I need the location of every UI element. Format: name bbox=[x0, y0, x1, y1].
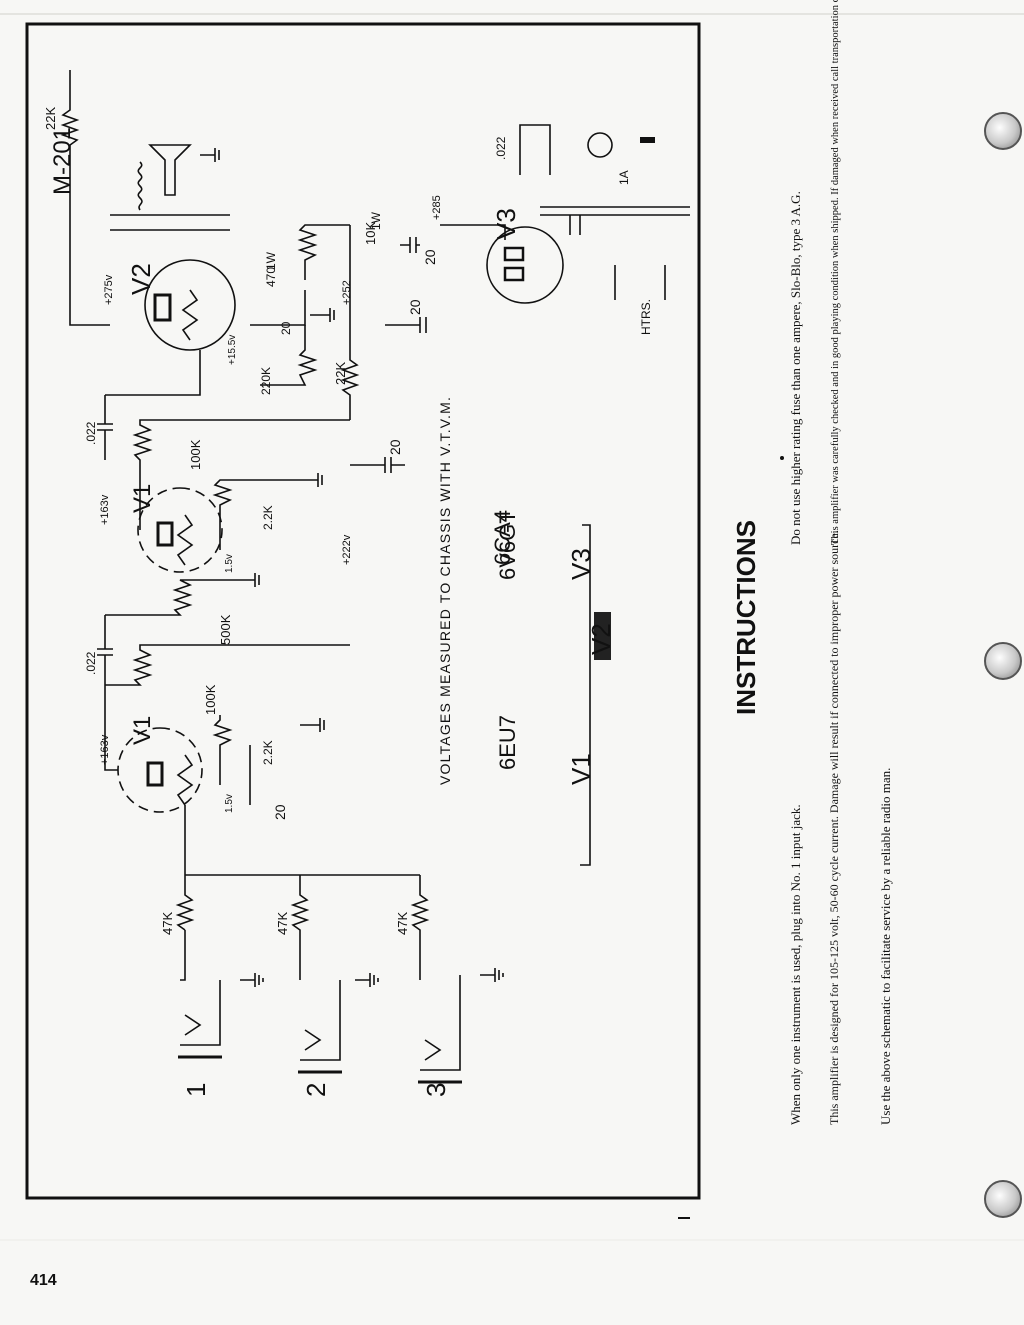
v1b-cathode-voltage: 1.5v bbox=[224, 554, 235, 573]
v1a-cathode-voltage: 1.5v bbox=[224, 794, 235, 813]
volume-pot-label: 500K bbox=[218, 614, 233, 645]
jack-label-2: 2 bbox=[301, 1083, 331, 1097]
r-cath-v1b-label: 2.2K bbox=[261, 505, 275, 530]
c-filter-c-label: 20 bbox=[422, 249, 438, 265]
r-input-2-label: 47K bbox=[275, 912, 290, 935]
r-input-3-label: 47K bbox=[395, 912, 410, 935]
r-cath-v2b-label: 1W bbox=[264, 251, 278, 270]
v1a-label: V1 bbox=[129, 716, 156, 745]
model-label: M-201 bbox=[49, 127, 76, 195]
r-filter-w-label: 1W bbox=[369, 211, 383, 230]
v2-cathode-voltage: +15.5v bbox=[227, 335, 238, 365]
b-plus-222: +222v bbox=[341, 534, 353, 565]
tube-chart-v3-type: 6CA4 bbox=[490, 510, 515, 565]
tube-v1a: V1 bbox=[117, 716, 203, 813]
binder-hole-middle bbox=[984, 642, 1022, 680]
v2-label: V2 bbox=[126, 263, 156, 295]
instructions-block: INSTRUCTIONS When only one instrument is… bbox=[731, 0, 893, 1125]
v3-label: V3 bbox=[491, 208, 521, 240]
instruction-para-5: This amplifier was carefully checked and… bbox=[830, 0, 841, 545]
jack-label-3: 3 bbox=[421, 1083, 451, 1097]
c-cath-v1a-label: 20 bbox=[272, 804, 288, 820]
instructions-title: INSTRUCTIONS bbox=[731, 520, 761, 715]
input-jack-2: 2 bbox=[298, 980, 342, 1097]
b-plus-285: +285 bbox=[431, 195, 443, 220]
page-number: 414 bbox=[30, 1272, 57, 1289]
r-plate-v1b-label: 100K bbox=[188, 439, 203, 470]
schematic-diagram: M-201 1 2 3 47K 47K 47K bbox=[43, 70, 690, 1097]
input-jack-1: 1 bbox=[178, 980, 222, 1097]
c-cath-v2-label: 20 bbox=[279, 321, 293, 335]
tube-chart-v1-position: V1 bbox=[566, 753, 596, 785]
c-coupling-2-label: .022 bbox=[84, 421, 98, 445]
v2-plate-voltage: +275v bbox=[103, 274, 115, 305]
tube-chart-v2-type: 6V6GT bbox=[495, 510, 520, 580]
r-cath-v1a-label: 2.2K bbox=[261, 740, 275, 765]
v1b-plate-voltage: +163v bbox=[99, 494, 111, 525]
jack-label-1: 1 bbox=[181, 1083, 211, 1097]
instruction-para-3: Use the above schematic to facilitate se… bbox=[878, 768, 893, 1125]
heaters-label: HTRS. bbox=[639, 299, 653, 335]
r-cath-v2-label: 470 bbox=[264, 267, 278, 287]
instruction-para-1: When only one instrument is used, plug i… bbox=[788, 804, 803, 1125]
c-line-label: .022 bbox=[494, 136, 508, 160]
tube-v2: V2 bbox=[126, 259, 236, 351]
tube-chart: 6EU7 V1 6V6GT V2 6CA4 V3 bbox=[490, 510, 616, 866]
binder-hole-top bbox=[984, 112, 1022, 150]
v1b-label: V1 bbox=[129, 484, 156, 513]
r-filter-label: 10K bbox=[363, 222, 378, 245]
tube-v3: V3 bbox=[486, 208, 564, 304]
instruction-para-2: This amplifier is designed for 105-125 v… bbox=[827, 530, 841, 1125]
tube-v1b: V1 bbox=[129, 484, 223, 573]
r-grid-v2-label: 220K bbox=[259, 367, 273, 395]
c-filter-b-label: 20 bbox=[407, 299, 423, 315]
binder-hole-bottom bbox=[984, 1180, 1022, 1218]
c-coupling-1-label: .022 bbox=[84, 651, 98, 675]
schematic-frame bbox=[25, 22, 701, 1200]
r-plate-v1a-label: 100K bbox=[203, 684, 218, 715]
r-dropping-label: 22K bbox=[333, 362, 348, 385]
tube-chart-v3-position: V3 bbox=[566, 548, 596, 580]
c-filter-a-label: 20 bbox=[387, 439, 403, 455]
tube-chart-v1-type: 6EU7 bbox=[495, 715, 520, 770]
tube-chart-v2-position: V2 bbox=[586, 623, 616, 655]
fuse-label: 1A bbox=[617, 170, 631, 185]
measurement-note: VOLTAGES MEASURED TO CHASSIS WITH V.T.V.… bbox=[437, 396, 453, 785]
r-feedback-label: 22K bbox=[43, 107, 58, 130]
r-input-1-label: 47K bbox=[160, 912, 175, 935]
instruction-para-4: Do not use higher rating fuse than one a… bbox=[788, 191, 803, 545]
b-plus-252: +252 bbox=[341, 280, 353, 305]
input-jack-3: 3 bbox=[418, 975, 462, 1097]
